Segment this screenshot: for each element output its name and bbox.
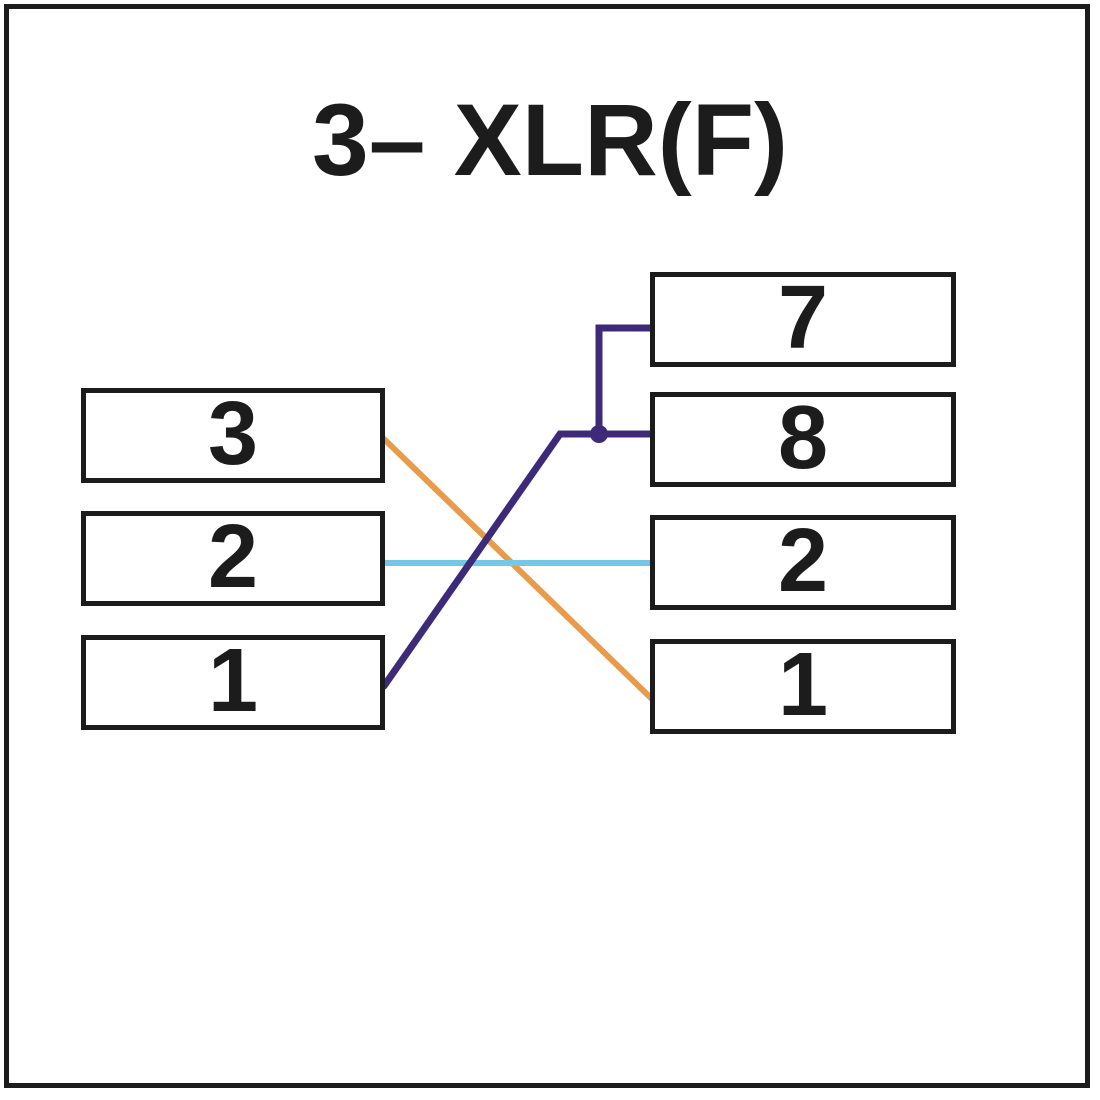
right-pin-8-label: 8 (777, 387, 829, 488)
right-pin-1-label: 1 (777, 634, 829, 735)
wire-junction-dot (590, 425, 608, 443)
right-pin-7-box: 7 (650, 272, 956, 367)
right-pin-2-label: 2 (777, 510, 829, 611)
left-pin-1-box: 1 (81, 635, 385, 730)
wire-purple-l1-to-r7-r8 (380, 324, 657, 690)
left-pin-3-box: 3 (81, 388, 385, 483)
left-pin-2-label: 2 (207, 506, 259, 607)
right-pin-1-box: 1 (650, 639, 956, 734)
right-pin-8-box: 8 (650, 392, 956, 487)
left-pin-3-label: 3 (207, 383, 259, 484)
left-pin-1-label: 1 (207, 630, 259, 731)
left-pin-2-box: 2 (81, 511, 385, 606)
right-pin-2-box: 2 (650, 515, 956, 610)
diagram-title: 3– XLR(F) (311, 83, 789, 197)
right-pin-7-label: 7 (777, 267, 829, 368)
diagram-border-frame (4, 4, 1090, 1088)
wire-orange-l3-to-r1 (381, 436, 656, 703)
